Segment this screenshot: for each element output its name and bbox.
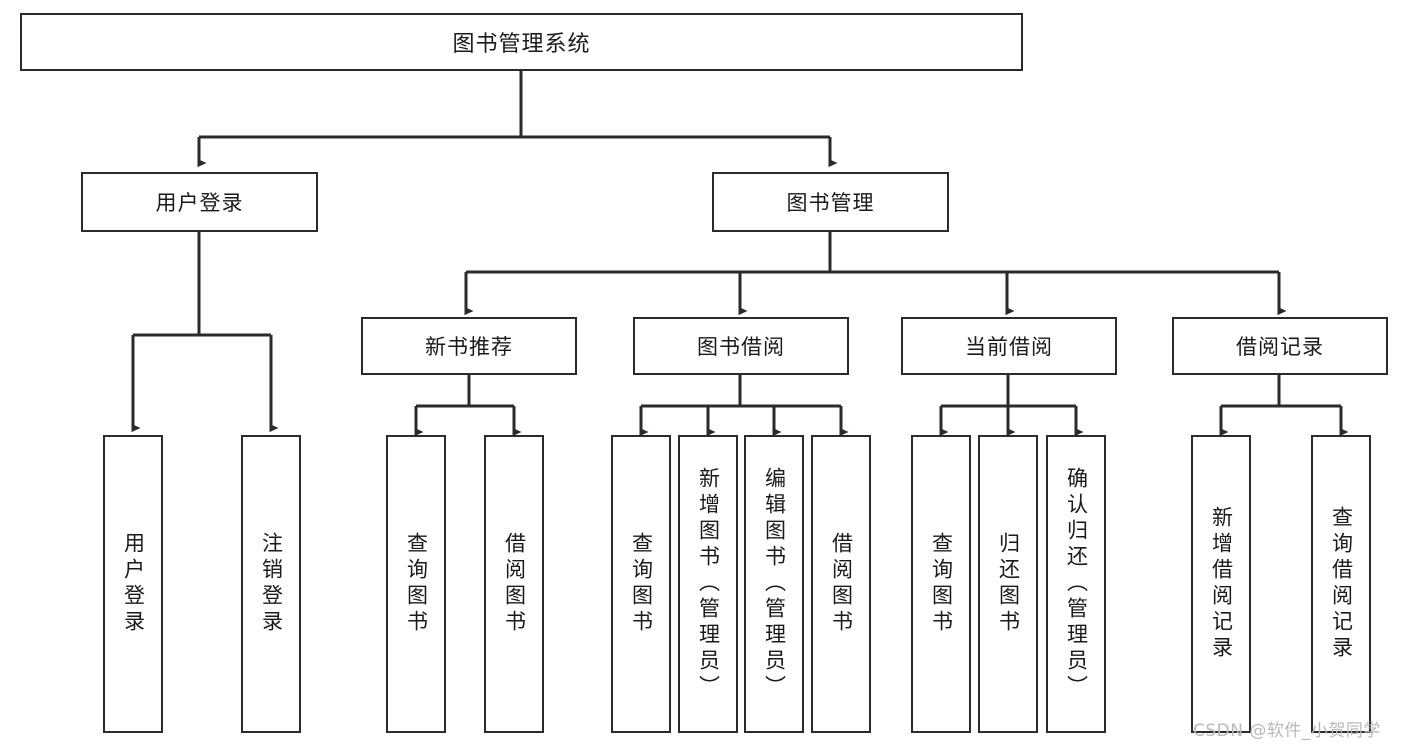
node-leaf-query-record[interactable]: 查询借阅记录 bbox=[1311, 435, 1371, 733]
node-user-login[interactable]: 用户登录 bbox=[81, 172, 318, 232]
node-leaf-query-book-3-label: 查询图书 bbox=[929, 532, 954, 636]
node-leaf-borrow-book-2-label: 借阅图书 bbox=[829, 532, 854, 636]
node-user-login-label: 用户登录 bbox=[155, 191, 244, 215]
node-leaf-add-record[interactable]: 新增借阅记录 bbox=[1191, 435, 1251, 733]
node-leaf-edit-book-label: 编辑图书（管理员） bbox=[762, 467, 787, 701]
node-leaf-add-book[interactable]: 新增图书（管理员） bbox=[678, 435, 738, 733]
node-leaf-borrow-book-1-label: 借阅图书 bbox=[502, 532, 527, 636]
node-leaf-query-book-1-label: 查询图书 bbox=[404, 532, 429, 636]
node-leaf-return-book-label: 归还图书 bbox=[996, 532, 1021, 636]
node-leaf-confirm-return[interactable]: 确认归还（管理员） bbox=[1046, 435, 1106, 733]
node-new-book-recommend[interactable]: 新书推荐 bbox=[361, 317, 577, 375]
csdn-watermark: CSDN @软件_小贺同学 bbox=[1193, 721, 1381, 741]
node-leaf-user-login[interactable]: 用户登录 bbox=[103, 435, 163, 733]
node-leaf-confirm-return-label: 确认归还（管理员） bbox=[1064, 467, 1089, 701]
node-leaf-query-book-1[interactable]: 查询图书 bbox=[386, 435, 446, 733]
node-book-manage-label: 图书管理 bbox=[786, 191, 875, 215]
node-leaf-query-book-3[interactable]: 查询图书 bbox=[911, 435, 971, 733]
node-leaf-edit-book[interactable]: 编辑图书（管理员） bbox=[744, 435, 804, 733]
node-book-manage[interactable]: 图书管理 bbox=[712, 172, 949, 232]
node-leaf-logout-label: 注销登录 bbox=[259, 532, 284, 636]
node-borrow-record-label: 借阅记录 bbox=[1236, 335, 1324, 359]
node-current-borrow-label: 当前借阅 bbox=[965, 335, 1053, 359]
node-leaf-return-book[interactable]: 归还图书 bbox=[978, 435, 1038, 733]
node-book-borrow-label: 图书借阅 bbox=[697, 335, 785, 359]
node-leaf-logout[interactable]: 注销登录 bbox=[241, 435, 301, 733]
node-leaf-query-record-label: 查询借阅记录 bbox=[1329, 506, 1354, 662]
node-borrow-record[interactable]: 借阅记录 bbox=[1172, 317, 1388, 375]
node-leaf-borrow-book-1[interactable]: 借阅图书 bbox=[484, 435, 544, 733]
node-root-label: 图书管理系统 bbox=[452, 32, 591, 57]
node-leaf-query-book-2[interactable]: 查询图书 bbox=[611, 435, 671, 733]
node-current-borrow[interactable]: 当前借阅 bbox=[901, 317, 1117, 375]
node-new-book-recommend-label: 新书推荐 bbox=[425, 335, 513, 359]
node-leaf-query-book-2-label: 查询图书 bbox=[629, 532, 654, 636]
node-leaf-user-login-label: 用户登录 bbox=[121, 532, 146, 636]
node-leaf-add-record-label: 新增借阅记录 bbox=[1209, 506, 1234, 662]
node-leaf-add-book-label: 新增图书（管理员） bbox=[696, 467, 721, 701]
node-book-borrow[interactable]: 图书借阅 bbox=[633, 317, 849, 375]
node-root[interactable]: 图书管理系统 bbox=[20, 13, 1023, 71]
node-leaf-borrow-book-2[interactable]: 借阅图书 bbox=[811, 435, 871, 733]
